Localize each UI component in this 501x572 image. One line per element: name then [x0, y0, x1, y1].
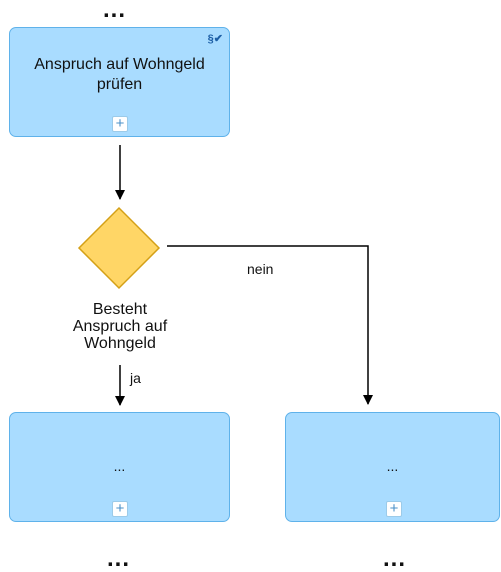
- task-no-label: ...: [386, 458, 399, 474]
- ellipsis-bottom-right: ...: [383, 545, 407, 572]
- task-label-line1: Anspruch auf Wohngeld: [34, 56, 205, 73]
- gateway-diamond[interactable]: [77, 206, 161, 290]
- task-no-branch[interactable]: ... +: [285, 412, 500, 522]
- gateway-label-line1: Besteht: [92, 301, 148, 318]
- ellipsis-top: ...: [103, 0, 127, 23]
- gateway-label-line3: Wohngeld: [84, 335, 156, 352]
- edge-label-yes: ja: [130, 370, 141, 386]
- task-yes-branch[interactable]: ... +: [9, 412, 230, 522]
- edge-no: [167, 245, 373, 405]
- expand-icon[interactable]: +: [386, 501, 402, 517]
- task-yes-label: ...: [113, 458, 126, 474]
- edge-label-no: nein: [247, 261, 274, 277]
- gateway-label-line2: Anspruch auf: [72, 318, 168, 335]
- task-anspruch-pruefen[interactable]: §✔ Anspruch auf Wohngeld prüfen +: [9, 27, 230, 137]
- expand-icon[interactable]: +: [112, 116, 128, 132]
- gateway-label: Besteht Anspruch auf Wohngeld: [40, 301, 200, 352]
- law-check-icon: §✔: [207, 33, 223, 45]
- expand-icon[interactable]: +: [112, 501, 128, 517]
- ellipsis-bottom-left: ...: [107, 545, 131, 572]
- task-label-line2: prüfen: [96, 76, 143, 93]
